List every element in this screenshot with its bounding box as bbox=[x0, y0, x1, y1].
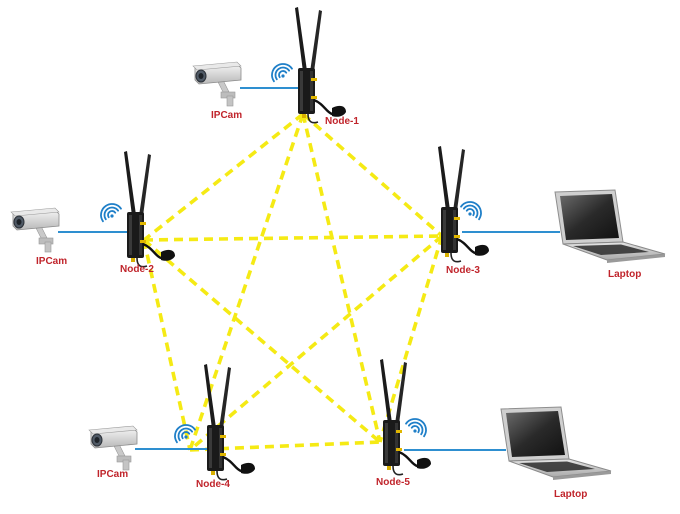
node-label: Node-1 bbox=[325, 116, 359, 127]
mesh-link-n1-n2 bbox=[142, 112, 305, 242]
node-label: Node-3 bbox=[446, 265, 480, 276]
ip-camera-icon bbox=[10, 207, 60, 253]
mesh-radio-icon bbox=[295, 7, 346, 124]
node-label: Node-5 bbox=[376, 477, 410, 488]
mesh-link-n3-n4 bbox=[188, 234, 444, 452]
ip-camera-icon bbox=[192, 61, 242, 107]
node-label: Node-4 bbox=[196, 479, 230, 490]
mesh-link-n2-n4 bbox=[142, 239, 192, 451]
mesh-radio-icon bbox=[204, 364, 255, 481]
end-devices bbox=[10, 61, 666, 480]
ipcam-label: IPCam bbox=[211, 110, 242, 121]
laptop-icon bbox=[500, 406, 612, 480]
ip-camera-icon bbox=[88, 425, 138, 471]
wifi-signal-icon bbox=[271, 63, 293, 83]
mesh-radio-icon bbox=[124, 151, 175, 268]
mesh-link-n2-n5 bbox=[142, 238, 382, 444]
wired-links bbox=[58, 87, 560, 451]
mesh-radio-icon bbox=[438, 146, 489, 263]
mesh-radio-icon bbox=[380, 359, 431, 476]
mesh-links bbox=[142, 112, 444, 452]
wifi-signal-icon bbox=[460, 201, 482, 221]
wifi-signal-icon bbox=[100, 203, 122, 223]
laptop-icon bbox=[554, 189, 666, 263]
ipcam-label: IPCam bbox=[97, 469, 128, 480]
mesh-link-n1-n3 bbox=[301, 112, 444, 238]
ipcam-label: IPCam bbox=[36, 256, 67, 267]
laptop-label: Laptop bbox=[554, 489, 587, 500]
mesh-link-n1-n4 bbox=[188, 113, 305, 451]
mesh-link-n2-n3 bbox=[143, 234, 443, 242]
node-label: Node-2 bbox=[120, 264, 154, 275]
wifi-signal-icon bbox=[405, 418, 427, 438]
mesh-link-n3-n5 bbox=[378, 235, 444, 443]
laptop-label: Laptop bbox=[608, 269, 641, 280]
mesh-link-n1-n5 bbox=[301, 113, 382, 443]
mesh-nodes bbox=[100, 7, 489, 481]
wifi-signal-icon bbox=[174, 424, 196, 444]
